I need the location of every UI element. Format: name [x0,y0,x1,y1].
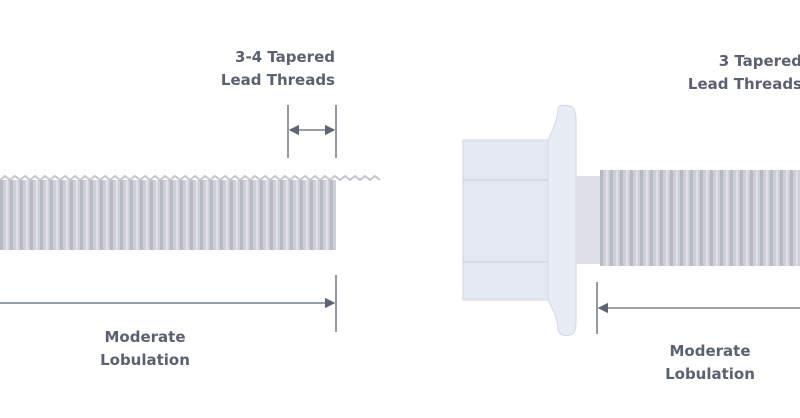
left-screw-threads [0,174,381,250]
right-screw-head [462,104,600,336]
left-lead-threads-line1: 3-4 Tapered [235,48,335,66]
right-lobulation-line2: Lobulation [665,365,755,383]
right-lead-threads-line1: 3 Tapered [718,52,800,70]
right-lead-threads-label: 3 Tapered Lead Threads [688,50,800,96]
left-lead-thread-dimension [287,105,337,158]
left-lobulation-line1: Moderate [104,328,186,346]
right-lobulation-line1: Moderate [669,342,751,360]
left-lobulation-dimension [0,275,337,332]
left-lobulation-line2: Lobulation [100,351,190,369]
right-lobulation-label: Moderate Lobulation [650,340,770,386]
right-lead-threads-line2: Lead Threads [687,75,800,93]
right-screw-threads [600,170,800,266]
right-lobulation-dimension [596,282,800,334]
left-lead-threads-line2: Lead Threads [220,71,335,89]
left-lobulation-label: Moderate Lobulation [85,326,205,372]
left-lead-threads-label: 3-4 Tapered Lead Threads [221,46,335,92]
